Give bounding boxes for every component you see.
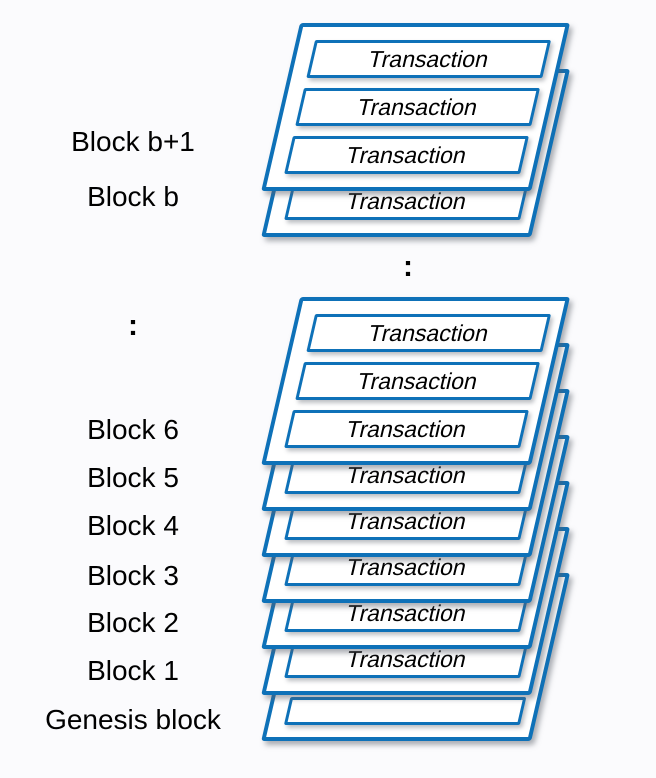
label-block-5: Block 5	[87, 462, 179, 493]
transaction-box: Transaction	[284, 410, 529, 448]
label-genesis-block: Genesis block	[45, 704, 221, 735]
label-block-b-1: Block b+1	[71, 126, 195, 157]
label-block-b: Block b	[87, 181, 179, 212]
transaction-box: Transaction	[306, 314, 552, 352]
transaction-box	[283, 697, 527, 725]
ellipsis-center: :	[403, 250, 413, 283]
label-block-1: Block 1	[87, 655, 179, 686]
ellipsis-left: :	[128, 309, 138, 342]
label-block-6: Block 6	[87, 414, 179, 445]
transaction-box: Transaction	[295, 362, 540, 400]
transaction-box: Transaction	[284, 136, 529, 174]
label-block-2: Block 2	[87, 607, 179, 638]
transaction-box: Transaction	[295, 88, 540, 126]
label-block-4: Block 4	[87, 510, 179, 541]
transaction-box: Transaction	[306, 40, 552, 78]
label-block-3: Block 3	[87, 560, 179, 591]
